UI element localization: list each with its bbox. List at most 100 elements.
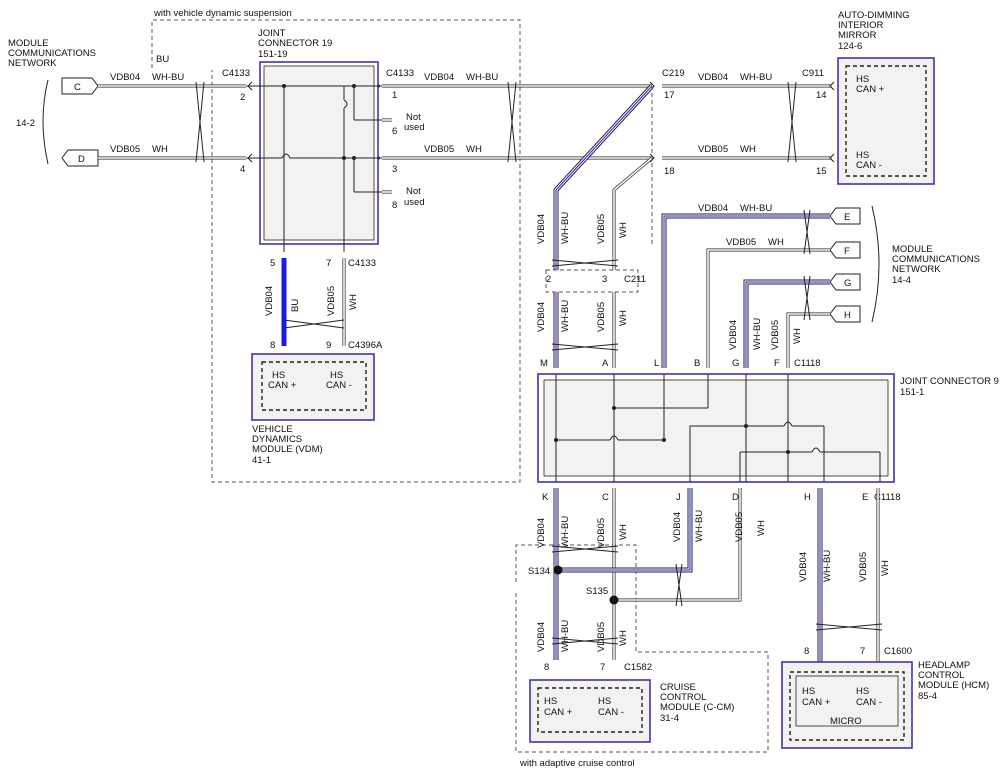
c-wh-1: WH <box>152 144 168 155</box>
svg-text:VDB04: VDB04 <box>536 214 547 244</box>
c-vdb04-3: VDB04 <box>698 72 728 83</box>
svg-text:VDB05: VDB05 <box>734 512 745 542</box>
terminal-e[interactable]: E <box>829 207 861 225</box>
svg-text:MIRROR: MIRROR <box>838 30 877 41</box>
svg-text:CAN -: CAN - <box>326 380 352 391</box>
svg-text:F: F <box>774 358 780 369</box>
not-used-6: 6 Not used <box>382 112 425 137</box>
svg-text:2: 2 <box>240 92 245 103</box>
svg-text:CONTROL: CONTROL <box>918 670 964 681</box>
svg-text:VDB05: VDB05 <box>726 237 756 248</box>
svg-text:H: H <box>804 492 811 503</box>
svg-text:VDB04: VDB04 <box>798 552 809 582</box>
conn-c911: C911 <box>802 68 824 79</box>
ccm-module: HS CAN + HS CAN - CRUISE CONTROL MODULE … <box>529 679 734 743</box>
terminal-g[interactable]: G <box>829 273 861 291</box>
svg-text:D: D <box>78 154 85 165</box>
mcn-left-ref: 14-2 <box>16 118 35 129</box>
svg-text:WH: WH <box>348 294 359 310</box>
svg-text:K: K <box>542 492 549 503</box>
acc-option-label: with adaptive cruise control <box>519 758 635 769</box>
svg-text:7: 7 <box>860 646 865 657</box>
conn-c4396a: C4396A <box>348 340 383 351</box>
terminal-d[interactable]: D <box>61 149 99 167</box>
svg-text:VDB04: VDB04 <box>672 512 683 542</box>
svg-text:8: 8 <box>544 662 549 673</box>
vds-option-label: with vehicle dynamic suspension <box>153 8 292 19</box>
svg-text:8: 8 <box>392 200 397 211</box>
acc-option-outline <box>515 544 769 753</box>
hcm-module: HS CAN + HS CAN - MICRO HEADLAMP CONTROL… <box>781 660 989 749</box>
svg-text:INTERIOR: INTERIOR <box>838 20 884 31</box>
svg-text:C: C <box>602 492 609 503</box>
svg-text:8: 8 <box>804 646 809 657</box>
c-whbu-3: WH-BU <box>740 72 772 83</box>
svg-text:HEADLAMP: HEADLAMP <box>918 660 970 671</box>
svg-text:M: M <box>540 358 548 369</box>
conn-c1118-bottom: C1118 <box>874 492 901 503</box>
conn-c219: C219 <box>662 68 685 79</box>
wire-efgh <box>661 209 830 368</box>
c-whbu-2: WH-BU <box>466 72 498 83</box>
svg-text:D: D <box>732 492 739 503</box>
terminal-h[interactable]: H <box>829 305 861 323</box>
svg-text:VDB04: VDB04 <box>728 320 739 350</box>
svg-text:VDB05: VDB05 <box>770 320 781 350</box>
wire-c211-jc9 <box>551 292 619 368</box>
svg-text:151-19: 151-19 <box>258 49 288 60</box>
svg-text:MODULE: MODULE <box>8 38 49 49</box>
svg-text:WH: WH <box>618 630 629 646</box>
svg-text:HS: HS <box>544 696 557 707</box>
svg-text:VDB04: VDB04 <box>536 518 547 548</box>
wire-jc9-hcm <box>815 488 883 664</box>
terminal-f[interactable]: F <box>829 241 861 259</box>
c-vdb04-1: VDB04 <box>110 72 140 83</box>
svg-text:VDB04: VDB04 <box>264 286 275 316</box>
svg-text:MODULE (HCM): MODULE (HCM) <box>918 680 989 691</box>
svg-text:WH: WH <box>880 560 891 576</box>
svg-text:WH: WH <box>768 237 784 248</box>
svg-text:8: 8 <box>270 340 275 351</box>
svg-text:BU: BU <box>290 299 301 312</box>
splice-s134 <box>553 565 563 575</box>
svg-text:WH-BU: WH-BU <box>560 212 571 244</box>
c-vdb05-3: VDB05 <box>698 144 728 155</box>
auto-dimming-mirror: AUTO-DIMMING INTERIOR MIRROR 124-6 HS CA… <box>837 10 935 185</box>
c211-outline <box>545 269 639 293</box>
conn-c1582: C1582 <box>624 662 652 673</box>
svg-text:COMMUNICATIONS: COMMUNICATIONS <box>8 48 96 59</box>
svg-text:G: G <box>732 358 739 369</box>
svg-text:WH-BU: WH-BU <box>560 516 571 548</box>
terminal-c[interactable]: C <box>61 77 99 95</box>
svg-text:6: 6 <box>392 126 397 137</box>
svg-text:CONTROL: CONTROL <box>660 692 706 703</box>
label-s135: S135 <box>586 586 608 597</box>
svg-text:VDB05: VDB05 <box>596 214 607 244</box>
svg-text:MODULE (VDM): MODULE (VDM) <box>252 444 323 455</box>
svg-text:J: J <box>676 492 681 503</box>
svg-text:AUTO-DIMMING: AUTO-DIMMING <box>838 10 910 21</box>
svg-text:31-4: 31-4 <box>660 713 679 724</box>
svg-text:HS: HS <box>598 696 611 707</box>
micro-label: MICRO <box>830 716 862 727</box>
svg-text:CAN -: CAN - <box>856 697 882 708</box>
svg-text:CAN +: CAN + <box>802 697 831 708</box>
c-whbu-1: WH-BU <box>152 72 184 83</box>
svg-text:CAN +: CAN + <box>268 380 297 391</box>
svg-text:WH: WH <box>618 524 629 540</box>
c-vdb05-2: VDB05 <box>424 144 454 155</box>
twist-marks <box>195 81 797 163</box>
svg-text:1: 1 <box>392 90 397 101</box>
svg-text:WH: WH <box>618 310 629 326</box>
svg-text:3: 3 <box>602 274 607 285</box>
svg-text:CAN -: CAN - <box>598 707 624 718</box>
c-wh-3: WH <box>740 144 756 155</box>
svg-text:used: used <box>404 197 425 208</box>
svg-text:14: 14 <box>816 90 827 101</box>
svg-text:used: used <box>404 122 425 133</box>
svg-text:CAN +: CAN + <box>544 707 573 718</box>
c-vdb05-1: VDB05 <box>110 144 140 155</box>
svg-text:85-4: 85-4 <box>918 691 937 702</box>
svg-text:CAN +: CAN + <box>856 84 885 95</box>
svg-text:VDB05: VDB05 <box>596 518 607 548</box>
